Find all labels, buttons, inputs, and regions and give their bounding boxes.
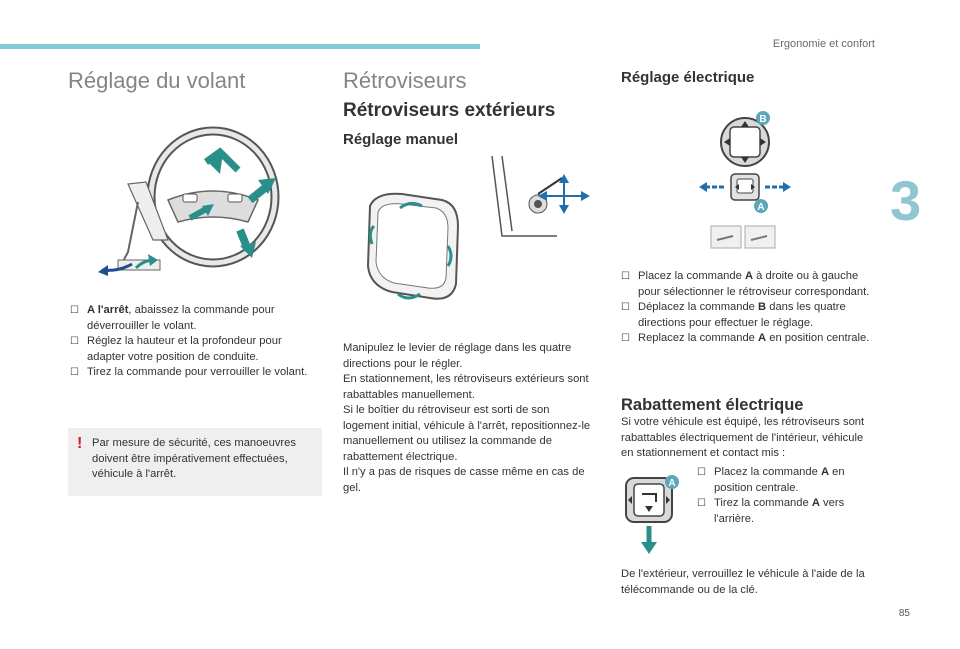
checkbox-bullet-icon: ☐ (621, 271, 630, 282)
joystick-icon: B A (699, 111, 791, 249)
checkbox-bullet-icon: ☐ (697, 467, 706, 478)
checkbox-bullet-icon: ☐ (70, 367, 79, 378)
list-item: ☐A l'arrêt, abaissez la commande pour dé… (70, 304, 275, 332)
exterior-mirrors-heading: Rétroviseurs extérieurs (343, 100, 556, 121)
steering-instructions: ☐A l'arrêt, abaissez la commande pour dé… (70, 303, 315, 381)
list-item: ☐Tirez la commande A vers l'arrière. (697, 497, 845, 525)
safety-warning: ! Par mesure de sécurité, ces manoeuvres… (68, 428, 322, 496)
page-number: 85 (898, 608, 910, 619)
list-item: ☐Réglez la hauteur et la profondeur pour… (70, 335, 282, 363)
fold-switch-icon: A (625, 475, 679, 554)
checkbox-bullet-icon: ☐ (621, 333, 630, 344)
mirror-icon (366, 156, 590, 300)
electric-folding-intro: Si votre véhicule est équipé, les rétrov… (621, 416, 865, 459)
top-accent-bar (0, 44, 480, 49)
list-item: ☐Placez la commande A en position centra… (697, 466, 845, 494)
electric-folding-instructions: ☐Placez la commande A en position centra… (697, 465, 877, 527)
steering-wheel-icon (98, 126, 280, 276)
electric-control-illustration: B A (695, 108, 795, 253)
svg-text:A: A (757, 202, 764, 213)
manual-mirror-illustration (362, 156, 592, 306)
checkbox-bullet-icon: ☐ (621, 302, 630, 313)
manual-adjust-text: Manipulez le levier de réglage dans les … (343, 342, 591, 494)
checkbox-bullet-icon: ☐ (697, 498, 706, 509)
mirrors-section-title: Rétroviseurs (343, 68, 467, 93)
list-item: ☐Placez la commande A à droite ou à gauc… (621, 270, 870, 298)
list-item: ☐Déplacez la commande B dans les quatre … (621, 301, 846, 329)
folding-control-illustration: A (620, 472, 684, 556)
steering-wheel-illustration (98, 122, 288, 282)
svg-text:B: B (759, 114, 766, 125)
manual-adjust-heading: Réglage manuel (343, 131, 459, 148)
checkbox-bullet-icon: ☐ (70, 305, 79, 316)
electric-folding-heading: Rabattement électrique (621, 396, 804, 414)
list-item: ☐Tirez la commande pour verrouiller le v… (70, 365, 315, 381)
chapter-number: 3 (890, 169, 922, 232)
chapter-title: Ergonomie et confort (772, 38, 875, 50)
steering-section-title: Réglage du volant (68, 68, 246, 93)
electric-adjust-instructions: ☐Placez la commande A à droite ou à gauc… (621, 269, 873, 347)
checkbox-bullet-icon: ☐ (70, 336, 79, 347)
list-item: ☐Replacez la commande A en position cent… (621, 331, 873, 347)
electric-folding-outro: De l'extérieur, verrouillez le véhicule … (621, 568, 865, 596)
exclamation-icon: ! (77, 435, 83, 452)
svg-text:A: A (668, 478, 675, 489)
electric-adjust-heading: Réglage électrique (621, 69, 755, 86)
